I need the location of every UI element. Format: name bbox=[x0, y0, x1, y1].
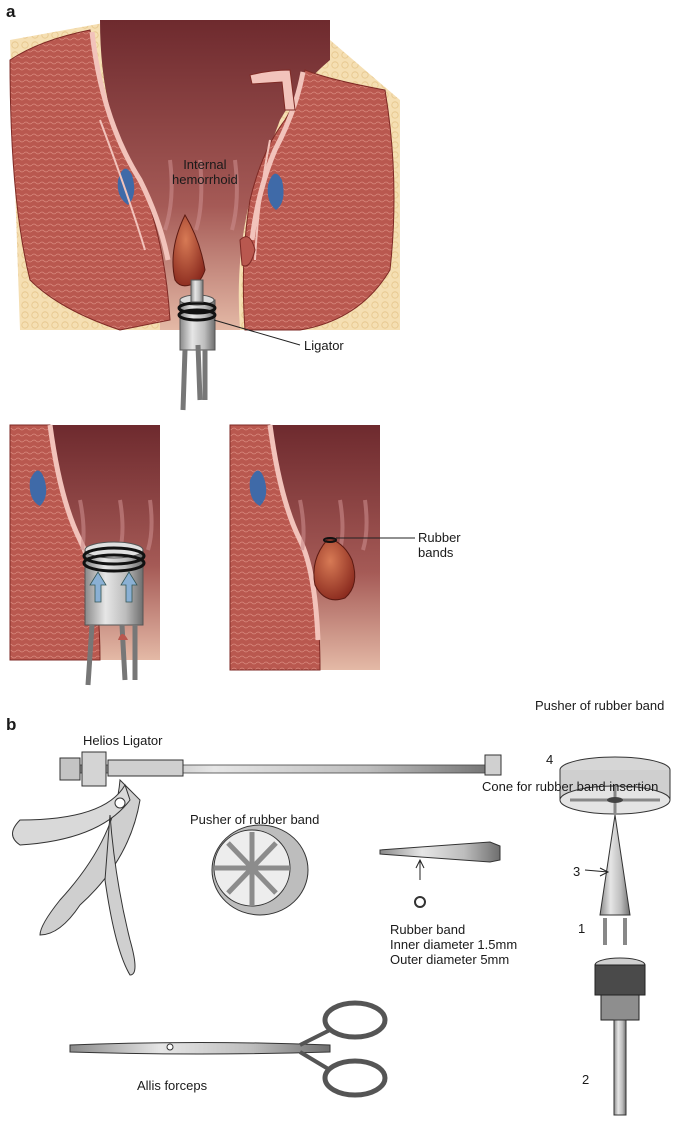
cap-drawing bbox=[594, 957, 646, 1116]
label-pusher-center: Pusher of rubber band bbox=[190, 812, 320, 827]
rubber-band-line2: Inner diameter 1.5mm bbox=[390, 937, 518, 952]
cone-horizontal-drawing bbox=[379, 841, 501, 908]
label-pusher-right: Pusher of rubber band bbox=[535, 698, 665, 713]
panel-b-letter: b bbox=[6, 715, 17, 734]
label-rubber-bands: Rubber bands bbox=[418, 530, 461, 560]
label-internal-hemorrhoid: Internal hemorrhoid bbox=[172, 157, 238, 187]
label-helios-ligator: Helios Ligator bbox=[83, 733, 163, 748]
label-cone: Cone for rubber band insertion bbox=[482, 779, 659, 794]
pusher-right-drawing bbox=[559, 756, 671, 815]
rubber-bands-line2: bands bbox=[418, 545, 454, 560]
label-num-1: 1 bbox=[578, 921, 586, 936]
pusher-center-drawing bbox=[211, 824, 309, 916]
rubber-band-line3: Outer diameter 5mm bbox=[390, 952, 510, 967]
internal-hemorrhoid-line2: hemorrhoid bbox=[172, 172, 238, 187]
label-num-4: 4 bbox=[546, 752, 554, 767]
label-allis-forceps: Allis forceps bbox=[137, 1078, 208, 1093]
ligation-step-right bbox=[229, 424, 415, 671]
ligation-step-left bbox=[9, 424, 160, 686]
label-num-2: 2 bbox=[582, 1072, 590, 1087]
allis-forceps-drawing bbox=[69, 1000, 388, 1098]
panel-a-letter: a bbox=[6, 2, 16, 21]
anal-canal-illustration bbox=[9, 20, 400, 331]
label-ligator: Ligator bbox=[304, 338, 344, 353]
label-rubber-band: Rubber band Inner diameter 1.5mm Outer d… bbox=[390, 922, 517, 967]
helios-ligator-instrument bbox=[12, 751, 502, 976]
ligator-instrument bbox=[177, 279, 301, 411]
label-num-3: 3 bbox=[573, 864, 581, 879]
rubber-band-line1: Rubber band bbox=[390, 922, 466, 937]
rubber-bands-line1: Rubber bbox=[418, 530, 461, 545]
internal-hemorrhoid-line1: Internal bbox=[183, 157, 227, 172]
cone-vertical-drawing bbox=[584, 814, 631, 945]
